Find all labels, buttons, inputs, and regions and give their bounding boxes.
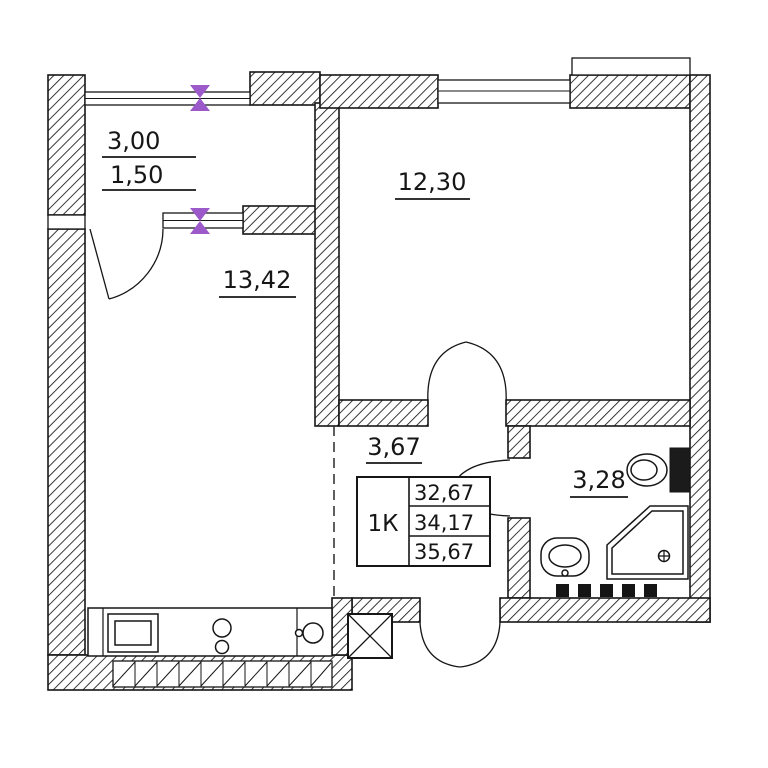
bedroom-door-swing: [427, 341, 507, 405]
bathroom-fixtures: [540, 447, 691, 597]
bathroom-area: 3,28: [572, 466, 625, 494]
washbasin-icon: [540, 537, 590, 577]
stove-icon: [107, 613, 159, 653]
unit-type-label: 1К: [368, 511, 399, 537]
duct-markers: [556, 584, 657, 597]
living-area: 13,42: [223, 266, 292, 294]
wall-segment: [338, 399, 429, 427]
legend-area-3: 35,67: [414, 540, 474, 564]
balcony-door-swing: [89, 228, 164, 300]
toilet-icon: [626, 447, 691, 493]
wall-junction: [47, 214, 86, 230]
room-labels: 3,00 1,50 12,30 13,42 3,67 3,28: [102, 127, 628, 498]
vent-shaft-icon: [347, 613, 393, 659]
windows: [84, 57, 691, 688]
doors: [89, 228, 511, 668]
valve-icon: [190, 208, 210, 234]
wall-segment: [689, 74, 711, 623]
entry-door-swing: [419, 609, 501, 668]
wall-segment: [249, 71, 321, 106]
bedroom-area: 12,30: [398, 168, 467, 196]
burners-icon: [212, 618, 232, 655]
legend-table: 1К 32,67 34,17 35,67: [356, 476, 491, 567]
legend-area-1: 32,67: [414, 481, 474, 505]
wall-segment: [47, 228, 86, 656]
shower-icon: [606, 505, 689, 580]
exterior-outline: [571, 57, 691, 76]
wall-segment: [47, 74, 86, 216]
valve-icon: [190, 85, 210, 111]
kitchen-counter: [87, 607, 333, 657]
wall-segment: [499, 597, 711, 623]
wall-segment: [319, 74, 439, 109]
kitchen-window-strip: [112, 660, 333, 688]
kitchen-sink-icon: [294, 622, 324, 644]
wall-segment: [507, 425, 531, 459]
legend-area-2: 34,17: [414, 511, 474, 535]
balcony-area-upper: 3,00: [107, 127, 160, 155]
wall-segment: [505, 399, 691, 427]
hallway-area: 3,67: [367, 433, 420, 461]
bedroom-window: [437, 79, 571, 104]
wall-segment: [507, 517, 531, 599]
wall-segment: [314, 102, 340, 427]
balcony-area-lower: 1,50: [110, 161, 163, 189]
balcony-front-window: [84, 91, 251, 106]
wall-segment: [569, 74, 691, 109]
